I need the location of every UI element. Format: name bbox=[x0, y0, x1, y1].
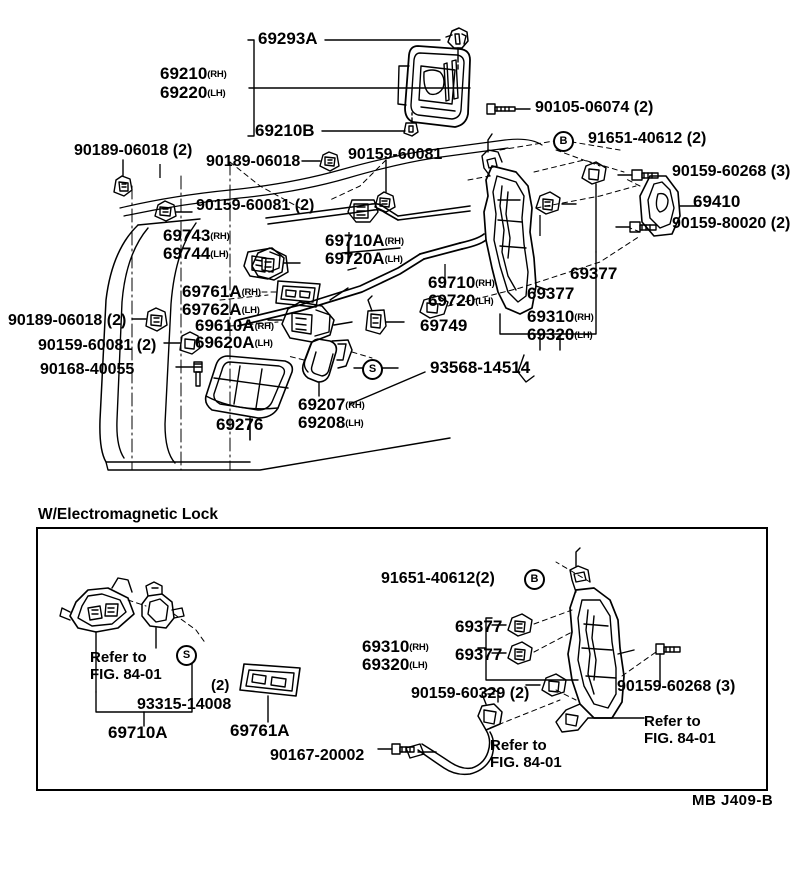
label-69761a: 69761A(RH) bbox=[182, 282, 261, 301]
label-refer-to-fig-84-01-a: Refer to FIG. 84-01 bbox=[90, 649, 162, 683]
label-69320: 69320(LH) bbox=[527, 325, 593, 344]
label-refer-to-fig-84-01-b: Refer to FIG. 84-01 bbox=[490, 737, 562, 771]
label-93315-14008: 93315-14008 bbox=[137, 696, 232, 713]
suffix-rh: (RH) bbox=[475, 278, 495, 289]
label-qty-2: (2) bbox=[211, 677, 230, 694]
label-69749: 69749 bbox=[420, 316, 468, 335]
suffix-rh: (RH) bbox=[409, 642, 429, 653]
label-refer-to-fig-84-01-c: Refer to FIG. 84-01 bbox=[644, 713, 716, 747]
label-93568-14514: 93568-14514 bbox=[430, 358, 531, 377]
label-91651-40612: 91651-40612 (2) bbox=[588, 130, 707, 147]
label-69710: 69710(RH) bbox=[428, 273, 495, 292]
suffix-rh: (RH) bbox=[254, 321, 274, 332]
label-90105-06074: 90105-06074 (2) bbox=[535, 99, 654, 116]
label-69744: 69744(LH) bbox=[163, 244, 229, 263]
sheet-code: MB J409-B bbox=[692, 792, 774, 809]
label-90159-60081-a: 90159-60081 bbox=[348, 146, 443, 163]
label-69410: 69410 bbox=[693, 192, 741, 211]
label-90167-20002: 90167-20002 bbox=[270, 747, 365, 764]
label-69276: 69276 bbox=[216, 415, 264, 434]
label-69320-lower: 69320(LH) bbox=[362, 655, 428, 674]
bolt-marker-b-icon: B bbox=[553, 131, 574, 152]
label-90159-80020: 90159-80020 (2) bbox=[672, 215, 791, 232]
label-90189-06018-b: 90189-06018 bbox=[206, 153, 301, 170]
suffix-lh: (LH) bbox=[475, 296, 494, 307]
suffix-lh: (LH) bbox=[210, 249, 229, 260]
label-69761a-lower: 69761A bbox=[230, 721, 290, 740]
suffix-lh: (LH) bbox=[409, 660, 428, 671]
label-69210-rh: 69210(RH) bbox=[160, 64, 227, 83]
label-69720: 69720(LH) bbox=[428, 291, 494, 310]
label-69377-b: 69377 bbox=[570, 264, 618, 283]
section-title: W/Electromagnetic Lock bbox=[38, 506, 219, 523]
screw-marker-s-icon-lower: S bbox=[176, 645, 197, 666]
suffix-rh: (RH) bbox=[345, 400, 365, 411]
label-69720a: 69720A(LH) bbox=[325, 249, 403, 268]
suffix-lh: (LH) bbox=[384, 254, 403, 265]
label-69610a: 69610A(RH) bbox=[195, 316, 274, 335]
label-69208: 69208(LH) bbox=[298, 413, 364, 432]
label-69210b: 69210B bbox=[255, 121, 315, 140]
suffix-rh: (RH) bbox=[210, 231, 230, 242]
label-90189-06018-c: 90189-06018 (2) bbox=[8, 312, 127, 329]
label-69762a: 69762A(LH) bbox=[182, 300, 260, 319]
label-69207: 69207(RH) bbox=[298, 395, 365, 414]
label-69377-lower-b: 69377 bbox=[455, 645, 503, 664]
label-90168-40055: 90168-40055 bbox=[40, 361, 135, 378]
label-69310: 69310(RH) bbox=[527, 307, 594, 326]
suffix-rh: (RH) bbox=[384, 236, 404, 247]
suffix-rh: (RH) bbox=[574, 312, 594, 323]
label-90159-60081-b: 90159-60081 (2) bbox=[196, 197, 315, 214]
label-69377-lower-a: 69377 bbox=[455, 617, 503, 636]
label-90189-06018-a: 90189-06018 (2) bbox=[74, 142, 193, 159]
suffix-rh: (RH) bbox=[207, 69, 227, 80]
label-69293a: 69293A bbox=[258, 29, 318, 48]
label-69220-lh: 69220(LH) bbox=[160, 83, 226, 102]
suffix-lh: (LH) bbox=[345, 418, 364, 429]
label-90159-60081-c: 90159-60081 (2) bbox=[38, 337, 157, 354]
label-69710a: 69710A(RH) bbox=[325, 231, 404, 250]
label-90159-60268-lower: 90159-60268 (3) bbox=[617, 678, 736, 695]
suffix-lh: (LH) bbox=[207, 88, 226, 99]
label-69710a-lower: 69710A bbox=[108, 723, 168, 742]
label-90159-60268: 90159-60268 (3) bbox=[672, 163, 791, 180]
bolt-marker-b-icon-lower: B bbox=[524, 569, 545, 590]
suffix-lh: (LH) bbox=[241, 305, 260, 316]
label-69743: 69743(RH) bbox=[163, 226, 230, 245]
label-91651-40612-lower: 91651-40612(2) bbox=[381, 570, 495, 587]
label-69377-a: 69377 bbox=[527, 284, 575, 303]
label-90159-60329: 90159-60329 (2) bbox=[411, 685, 530, 702]
suffix-lh: (LH) bbox=[254, 338, 273, 349]
suffix-lh: (LH) bbox=[574, 330, 593, 341]
label-69310-lower: 69310(RH) bbox=[362, 637, 429, 656]
screw-marker-s-icon: S bbox=[362, 359, 383, 380]
electromagnetic-lock-panel bbox=[36, 527, 768, 791]
label-69620a: 69620A(LH) bbox=[195, 333, 273, 352]
suffix-rh: (RH) bbox=[241, 287, 261, 298]
